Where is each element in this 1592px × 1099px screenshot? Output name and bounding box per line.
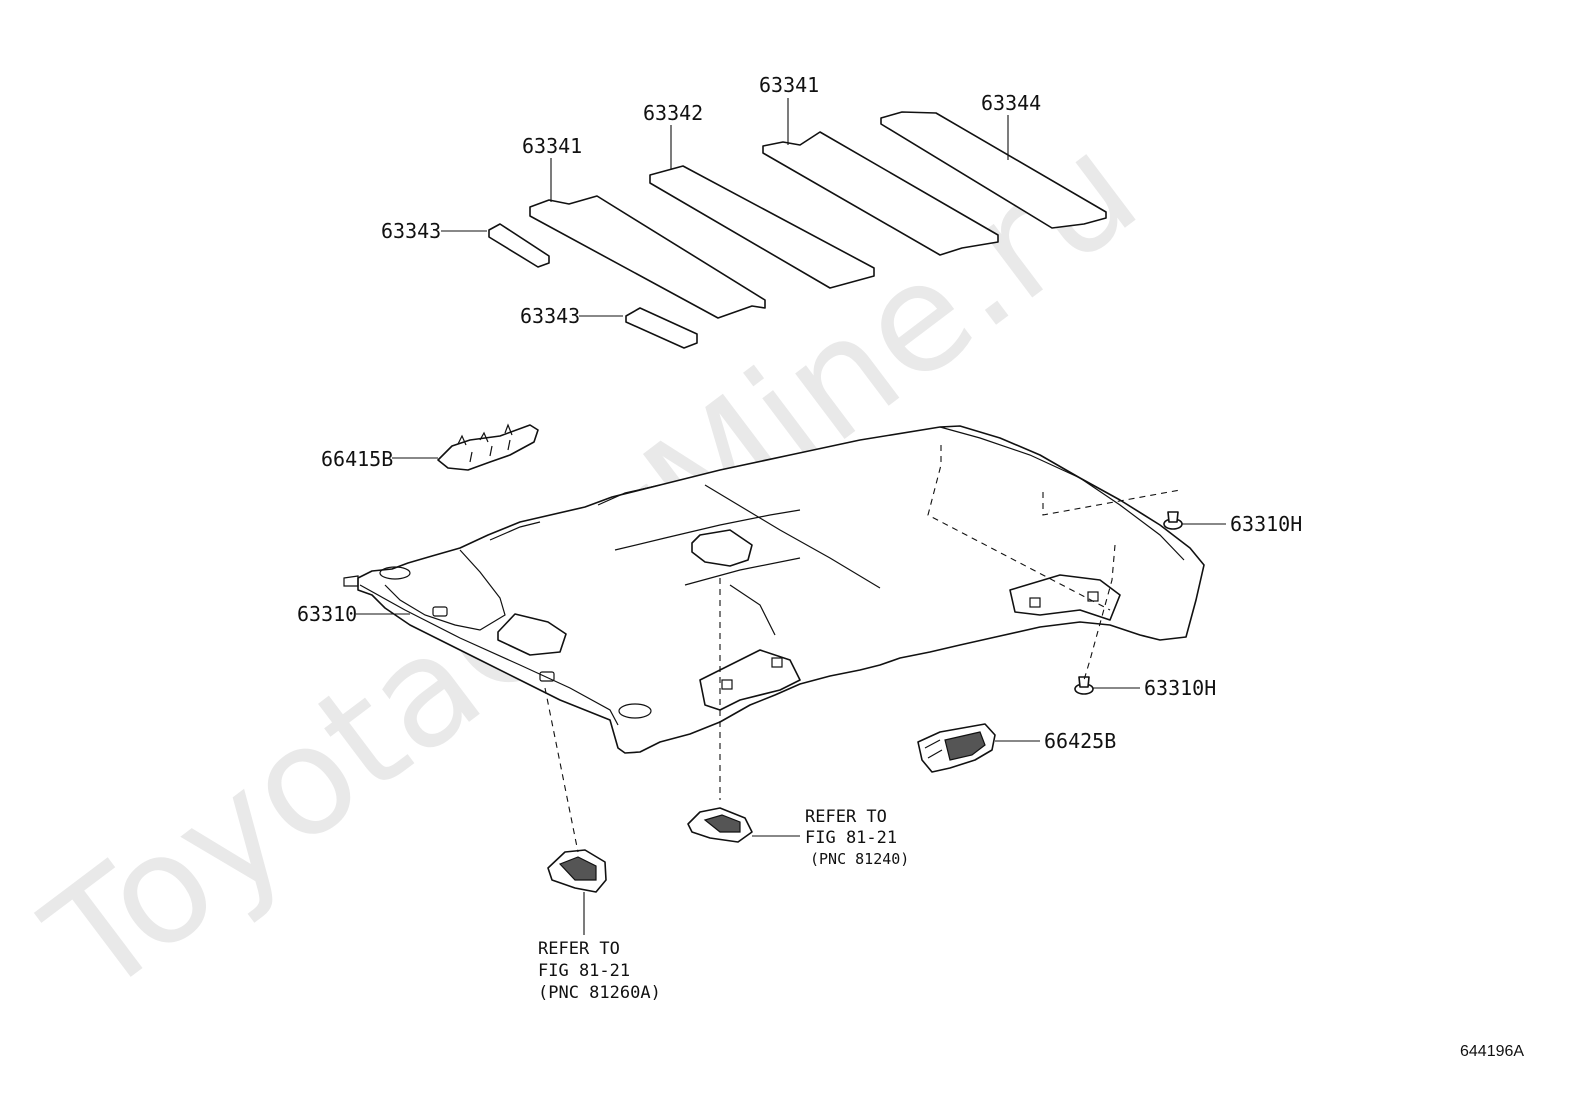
pad-63343-upper: [488, 223, 550, 268]
pad-63344: [880, 111, 1107, 229]
svg-text:FIG 81-21: FIG 81-21: [538, 961, 630, 981]
dashed-guides: [544, 445, 1181, 853]
label-63310h-upper: 63310H: [1230, 512, 1302, 536]
headliner-63310: [343, 425, 1205, 754]
map-light-81240: [687, 807, 753, 843]
label-63343-upper: 63343: [381, 219, 441, 243]
room-light-81260a: [547, 849, 607, 893]
reference-note-81240: REFER TO FIG 81-21 (PNC 81240): [805, 807, 909, 868]
label-66425b: 66425B: [1044, 729, 1116, 753]
svg-text:(PNC 81240): (PNC 81240): [810, 850, 909, 868]
svg-text:REFER TO: REFER TO: [805, 807, 887, 827]
pad-63342: [649, 165, 875, 289]
label-63343-lower: 63343: [520, 304, 580, 328]
svg-text:(PNC 81260A): (PNC 81260A): [538, 983, 661, 1003]
svg-text:REFER TO: REFER TO: [538, 939, 620, 959]
label-63342: 63342: [643, 101, 703, 125]
label-63341-left: 63341: [522, 134, 582, 158]
leader-lines: [356, 98, 1226, 935]
figure-id: 644196A: [1460, 1043, 1524, 1060]
svg-text:FIG 81-21: FIG 81-21: [805, 828, 897, 848]
label-63310h-lower: 63310H: [1144, 676, 1216, 700]
holder-66415b: [437, 423, 539, 471]
label-66415b: 66415B: [321, 447, 393, 471]
holder-66425b: [917, 723, 996, 773]
clip-63310h-upper: [1163, 511, 1183, 530]
clip-63310h-lower: [1074, 676, 1094, 695]
label-63310: 63310: [297, 602, 357, 626]
label-63341-right: 63341: [759, 73, 819, 97]
reference-note-81260a: REFER TO FIG 81-21 (PNC 81260A): [538, 939, 661, 1003]
pad-63341-left: [529, 195, 766, 319]
pad-63343-lower: [625, 307, 698, 349]
label-63344: 63344: [981, 91, 1041, 115]
pad-63341-right: [762, 131, 999, 256]
